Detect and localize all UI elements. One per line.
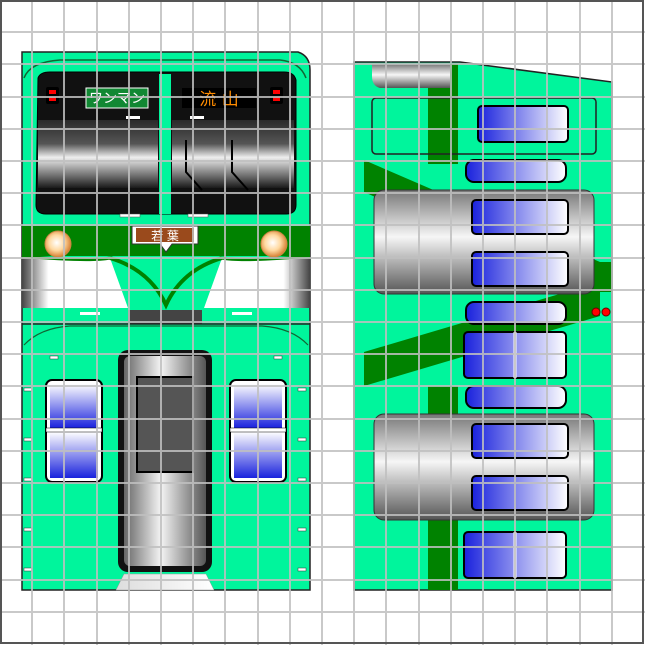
front-face: ワンマン 流 山 若 葉 — [21, 51, 311, 591]
front-skirt-center — [109, 256, 223, 310]
front-left-headlamp — [44, 230, 72, 258]
front-wiper-right — [231, 140, 249, 191]
side-window-3 — [471, 251, 569, 287]
side-window-5 — [471, 475, 569, 511]
side-red-lamp-2 — [601, 307, 611, 317]
rear-left-window-upper — [50, 384, 98, 428]
front-right-headlamp — [260, 230, 288, 258]
side-window-4 — [471, 423, 569, 459]
front-roof-line — [23, 59, 307, 79]
front-marker-right — [190, 116, 204, 119]
front-wiper-left — [185, 140, 203, 191]
front-destination-plate-text: 若 葉 — [151, 229, 179, 243]
front-marker-left — [126, 116, 140, 119]
rear-roof-line — [23, 325, 309, 346]
destination-station-text: 流 山 — [199, 90, 238, 110]
front-right-tail-lamp-light — [273, 90, 280, 94]
rear-door-window — [136, 376, 194, 473]
front-destination-plate-inner — [136, 228, 194, 242]
rear-step — [115, 573, 215, 591]
rear-left-window-sash — [45, 427, 103, 433]
front-coupler-plate — [128, 310, 202, 324]
rear-ticks — [23, 355, 307, 572]
side-window-2 — [471, 199, 569, 235]
front-left-tail-lamp — [46, 87, 59, 104]
side-top-cap — [372, 64, 450, 88]
side-red-lamp-1 — [591, 307, 601, 317]
front-step-right — [232, 312, 252, 315]
front-left-tail-lamp-light-2 — [49, 97, 56, 101]
front-right-tail-lamp-light-2 — [273, 97, 280, 101]
side-window-1 — [477, 105, 569, 143]
rear-left-window-lower — [50, 432, 98, 478]
front-left-tail-lamp-light — [49, 90, 56, 94]
front-right-tail-lamp — [270, 87, 283, 104]
front-step-left — [80, 312, 100, 315]
front-handle-right — [187, 213, 209, 218]
service-label-text: ワンマン — [89, 91, 145, 107]
front-skirt-left — [22, 258, 128, 308]
